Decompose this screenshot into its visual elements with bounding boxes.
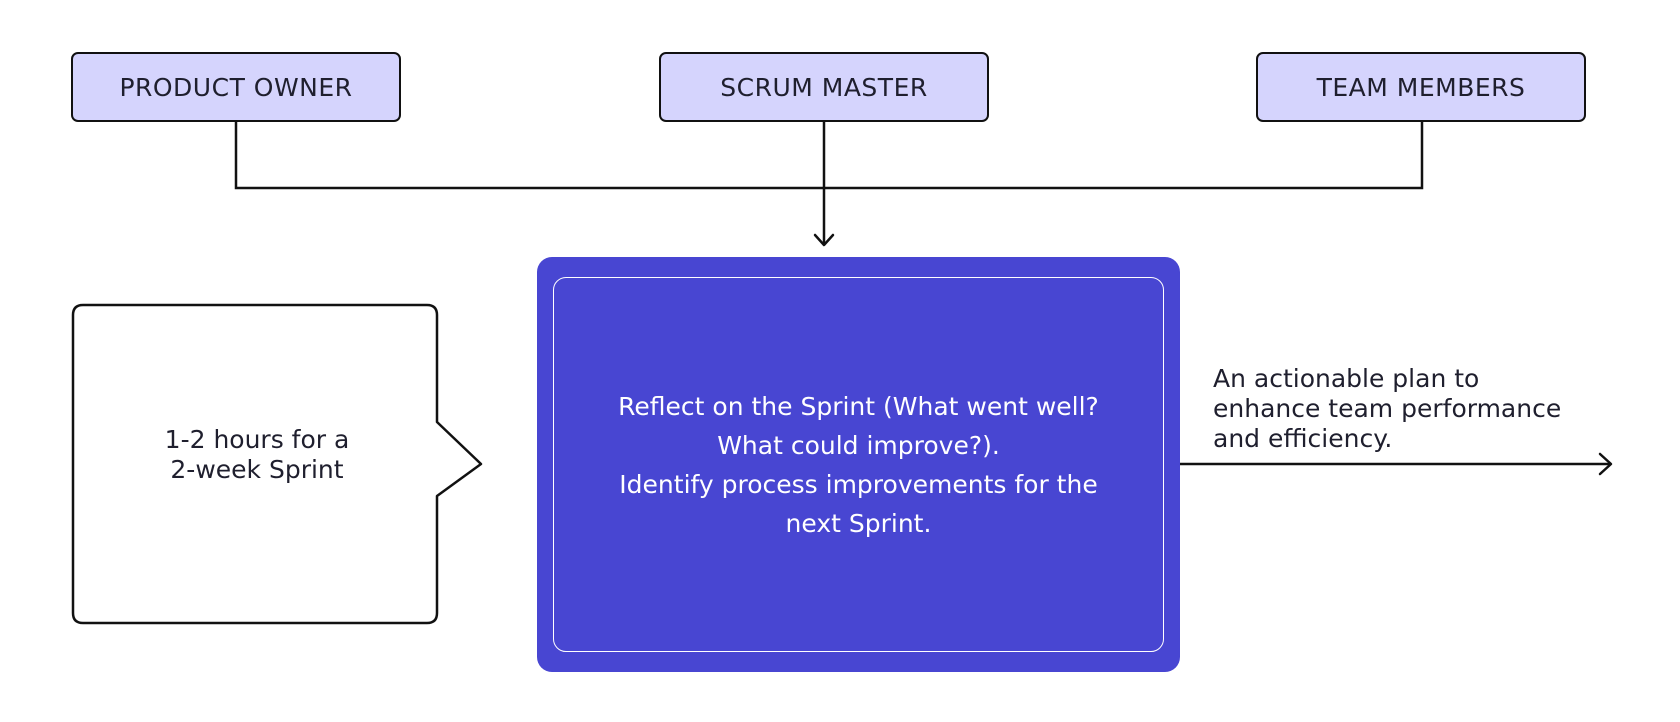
activity-line-1: Reflect on the Sprint (What went well? [618, 391, 1099, 421]
role-scrum-master: SCRUM MASTER [659, 52, 989, 122]
role-team-members: TEAM MEMBERS [1256, 52, 1586, 122]
roles-join-line [234, 122, 1424, 190]
role-label: TEAM MEMBERS [1316, 72, 1526, 102]
role-label: PRODUCT OWNER [119, 72, 353, 102]
duration-callout [71, 303, 483, 625]
duration-line-1: 1-2 hours for a [164, 425, 350, 454]
output-arrow-head [1598, 452, 1613, 476]
activity-line-2: What could improve?). [717, 430, 1000, 460]
role-product-owner: PRODUCT OWNER [71, 52, 401, 122]
output-line-3: and efficiency. [1213, 424, 1393, 453]
retrospective-activity-box: Reflect on the Sprint (What went well? W… [537, 257, 1180, 672]
output-line-2: enhance team performance [1213, 394, 1562, 423]
down-arrow-head [813, 233, 835, 247]
duration-label: 1-2 hours for a 2-week Sprint [92, 425, 422, 485]
activity-inner-frame: Reflect on the Sprint (What went well? W… [553, 277, 1164, 652]
duration-line-2: 2-week Sprint [170, 455, 344, 484]
activity-line-3: Identify process improvements for the [619, 469, 1098, 499]
output-line-1: An actionable plan to [1213, 364, 1480, 393]
role-label: SCRUM MASTER [720, 72, 928, 102]
activity-line-4: next Sprint. [785, 508, 932, 538]
output-label: An actionable plan to enhance team perfo… [1213, 364, 1653, 454]
